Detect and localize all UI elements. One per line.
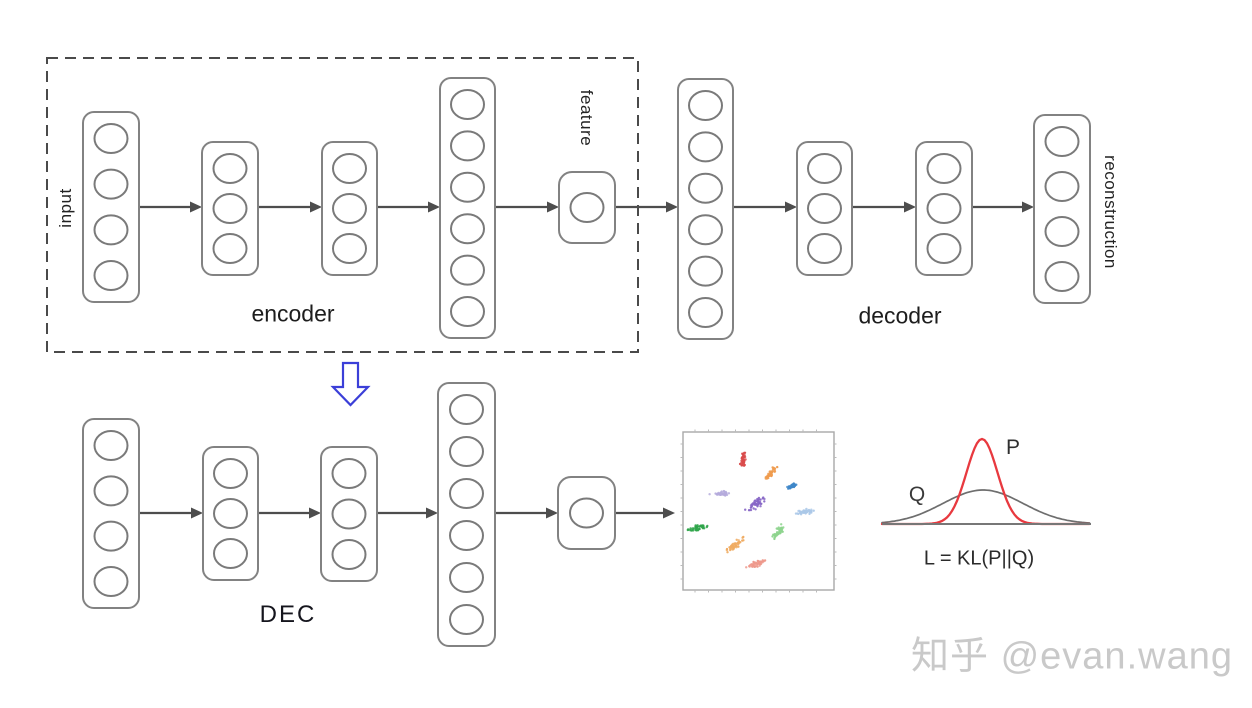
dec-hidden-1-neuron-2 (213, 498, 248, 529)
dec-hidden-3-neuron-6 (449, 604, 484, 635)
flow-arrow-1-3-head (546, 507, 558, 519)
dec-hidden-1-neuron-3 (213, 538, 248, 569)
decoder-hidden-1-neuron-5 (688, 255, 723, 287)
cluster-green (686, 524, 709, 532)
encoder-hidden-3-neuron-6 (450, 296, 485, 327)
reconstruction-layer-neuron-3 (1044, 216, 1080, 247)
pretrain-dashed-box (46, 57, 639, 353)
decoder-hidden-1-neuron-3 (688, 172, 723, 204)
feature-layer-neuron-1 (569, 192, 605, 223)
flow-arrow-0-6-head (904, 201, 916, 213)
flow-arrow-0-7-head (1022, 201, 1034, 213)
dec-hidden-1-neuron-1 (213, 458, 248, 489)
dec-hidden-3-neuron-4 (449, 520, 484, 551)
input-layer-neuron-1 (93, 123, 129, 154)
flow-arrow-0-2-head (428, 201, 440, 213)
down-arrow-icon (330, 361, 371, 407)
encoder-label: encoder (251, 300, 335, 327)
dec-input-layer-box (82, 418, 140, 609)
cluster-sand (725, 535, 745, 554)
encoder-hidden-2-neuron-3 (332, 233, 367, 264)
decoder-hidden-1-neuron-6 (688, 297, 723, 328)
p-curve (880, 437, 1091, 526)
encoder-hidden-2-neuron-1 (332, 153, 367, 184)
flow-arrow-0-0-head (190, 201, 202, 213)
dec-hidden-3-neuron-2 (449, 436, 484, 467)
q-distribution-label: Q (908, 483, 926, 506)
encoder-hidden-1-neuron-2 (212, 193, 248, 224)
cluster-purple (744, 496, 766, 512)
dec-input-layer-neuron-2 (93, 475, 129, 507)
input-layer-neuron-2 (93, 168, 129, 200)
decoder-hidden-1-neuron-4 (688, 214, 723, 246)
dec-hidden-3-neuron-1 (449, 394, 484, 425)
cluster-lightblue (794, 507, 815, 516)
reconstruction-layer-neuron-2 (1044, 171, 1080, 202)
cluster-orange (764, 465, 779, 480)
flow-arrow-0-3-head (547, 201, 559, 213)
encoder-hidden-3-neuron-3 (450, 171, 485, 203)
dec-hidden-2-neuron-1 (331, 458, 367, 489)
flow-arrow-0-1-head (310, 201, 322, 213)
decoder-hidden-2-neuron-1 (807, 153, 842, 184)
input-layer-box (82, 111, 140, 303)
decoder-hidden-2-neuron-3 (807, 233, 842, 264)
dec-hidden-2-neuron-2 (331, 498, 367, 530)
cluster-lavender (708, 489, 731, 497)
flow-arrow-1-4-head (663, 507, 675, 519)
decoder-hidden-1-neuron-1 (688, 90, 723, 121)
watermark: 知乎 @evan.wang (911, 635, 1233, 678)
flow-arrow-1-0-head (191, 507, 203, 519)
encoder-hidden-3-neuron-1 (450, 89, 485, 120)
flow-arrow-1-1-head (309, 507, 321, 519)
encoder-hidden-3-neuron-5 (450, 254, 485, 286)
encoder-hidden-3-neuron-4 (450, 213, 485, 245)
decoder-hidden-3-neuron-1 (926, 153, 962, 184)
decoder-hidden-2-neuron-2 (807, 193, 842, 224)
dec-feature-layer-neuron-1 (569, 497, 604, 529)
reconstruction-layer-neuron-1 (1044, 126, 1080, 157)
decoder-label: decoder (858, 302, 942, 329)
cluster-red (738, 451, 747, 467)
input-layer-neuron-4 (93, 260, 129, 291)
input-layer-neuron-3 (93, 214, 129, 246)
encoder-hidden-2-neuron-2 (332, 193, 367, 224)
dec-input-layer-neuron-4 (93, 566, 129, 597)
flow-arrow-1-2-head (426, 507, 438, 519)
dec-label: DEC (259, 601, 317, 628)
dec-input-layer-neuron-3 (93, 520, 129, 552)
encoder-hidden-1-neuron-3 (212, 233, 248, 264)
cluster-lightgreen (771, 523, 785, 541)
p-distribution-label: P (1005, 436, 1021, 459)
flow-arrow-0-4-head (666, 201, 678, 213)
cluster-blue (786, 482, 798, 490)
encoder-hidden-3-neuron-2 (450, 130, 485, 162)
decoder-hidden-3-neuron-2 (926, 193, 962, 224)
q-curve (881, 489, 1091, 524)
dec-hidden-2-neuron-3 (331, 539, 367, 570)
reconstruction-layer-neuron-4 (1044, 261, 1080, 292)
cluster-salmon (745, 559, 767, 569)
reconstruction-label: reconstruction (1101, 155, 1120, 269)
decoder-hidden-1-neuron-2 (688, 131, 723, 163)
dec-hidden-3-neuron-5 (449, 562, 484, 593)
encoder-hidden-1-neuron-1 (212, 153, 248, 184)
flow-arrow-0-5-head (785, 201, 797, 213)
reconstruction-layer-box (1033, 114, 1091, 304)
dec-hidden-3-neuron-3 (449, 478, 484, 509)
dec-input-layer-neuron-1 (93, 430, 129, 461)
input-label: input (56, 188, 75, 228)
feature-label: feature (577, 89, 596, 147)
kl-loss-formula: L = KL(P||Q) (923, 547, 1035, 570)
decoder-hidden-3-neuron-3 (926, 233, 962, 264)
